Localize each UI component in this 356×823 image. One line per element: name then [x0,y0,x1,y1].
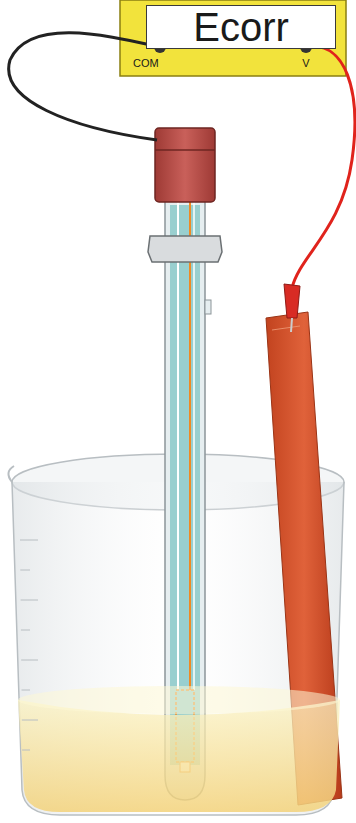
graduation-mark [20,540,38,541]
graduation-mark [21,600,38,601]
terminal-label: V [302,58,309,69]
electrode-fill [170,205,200,765]
red-wire [292,46,355,288]
graduation-mark [22,720,38,721]
meter-body [120,0,346,76]
graduation-mark [21,660,38,661]
electrode-cap [155,128,215,202]
solution [18,700,340,812]
terminal-label: COM [133,58,159,69]
liquid-surface [18,686,340,714]
display-reading: Ecorr [193,7,289,47]
meter-display: Ecorr [146,5,336,49]
clip-jaw [291,318,292,332]
collar-nut [148,236,222,262]
fill-port [205,300,211,314]
graduation-mark [22,750,30,751]
strip-edge [272,326,300,330]
beaker-spout [8,466,14,482]
graduation-mark [21,630,30,631]
graduation-mark [20,570,30,571]
red-clip [284,284,300,318]
black-wire [9,33,160,140]
cap-groove [155,149,215,151]
graduation-mark [22,690,31,691]
graduation-marks [20,540,38,750]
